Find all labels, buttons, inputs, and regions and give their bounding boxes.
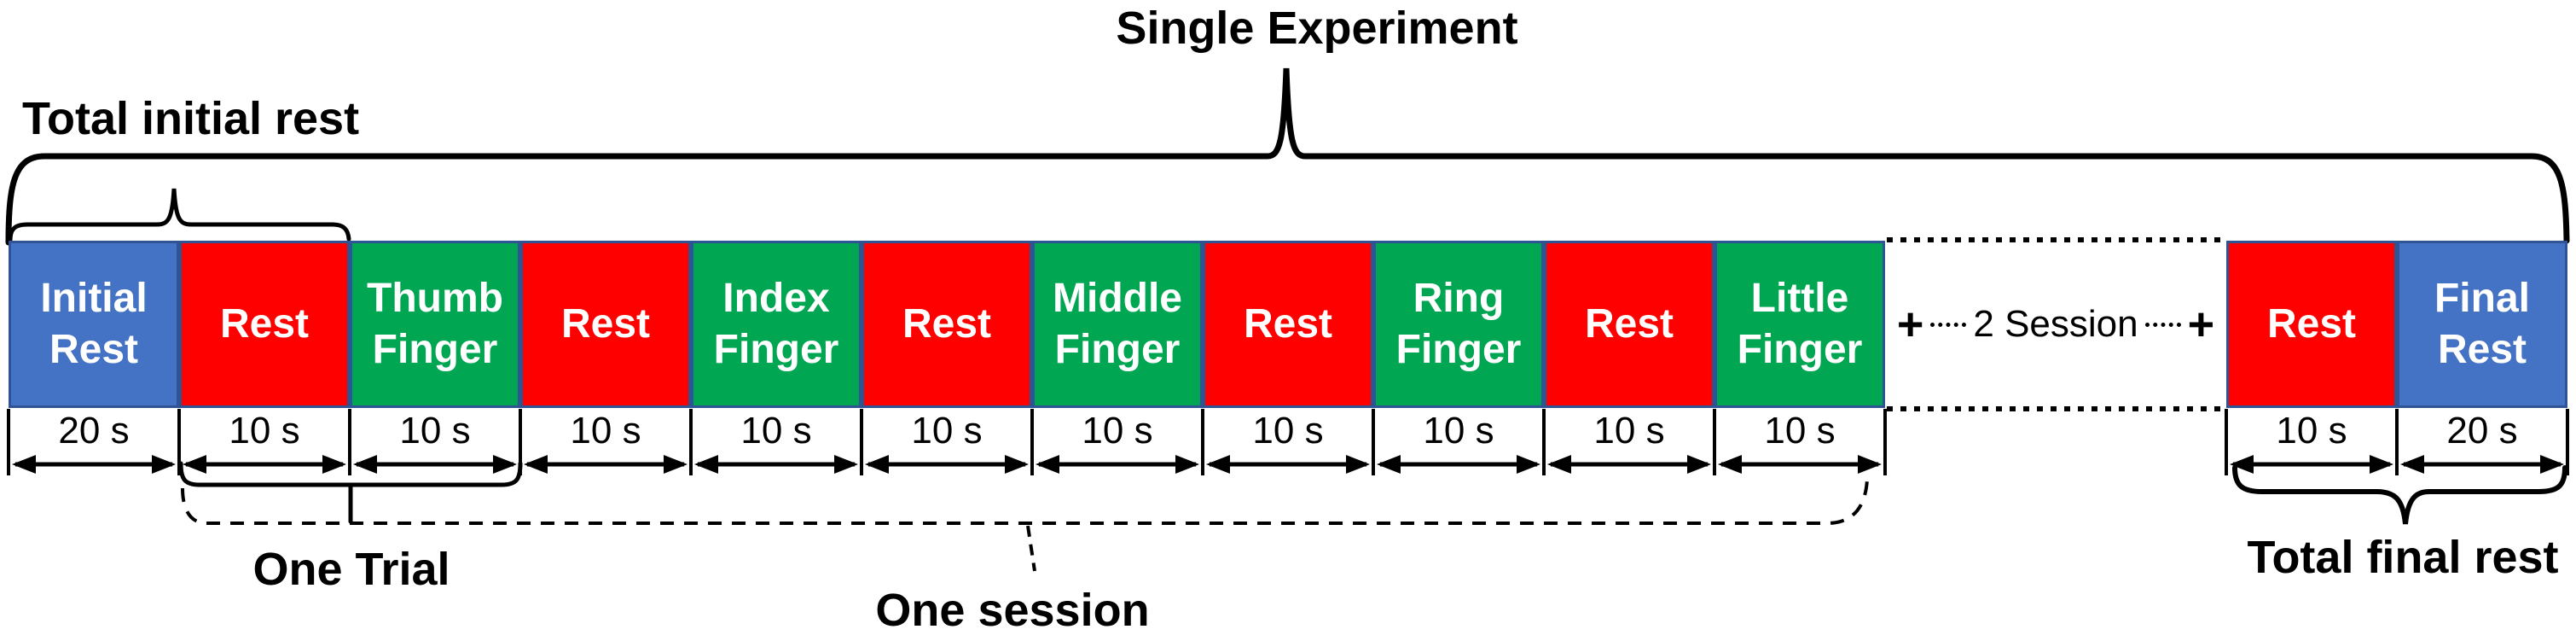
duration-label: 10 s [229, 410, 300, 452]
one-session-dashed-tick [1026, 525, 1036, 572]
duration-label: 10 s [2276, 410, 2347, 452]
dotted-connector [2144, 322, 2181, 327]
dotted-connector [1930, 322, 1967, 327]
total-final-rest-label: Total final rest [2247, 532, 2559, 583]
duration-cell: 10 s [350, 408, 520, 475]
duration-cell: 10 s [1032, 408, 1203, 475]
duration-label: 10 s [1593, 410, 1665, 452]
segment-label: Rest [902, 301, 992, 347]
session-gap-area: + 2 Session + [1885, 241, 2226, 408]
segment-block-initial-rest: Initial Rest [9, 241, 179, 408]
segment-block-final-rest: Final Rest [2397, 241, 2567, 408]
segment-label: Rest [1584, 301, 1674, 347]
duration-cell: 20 s [2397, 408, 2567, 475]
segment-block-middle-finger: Middle Finger [1032, 241, 1203, 408]
segment-block-little-finger: Little Finger [1714, 241, 1885, 408]
segment-label: Index Finger [713, 276, 839, 372]
plus-icon: + [2187, 299, 2215, 350]
segment-block-thumb-finger: Thumb Finger [350, 241, 520, 408]
duration-cell: 10 s [2226, 408, 2397, 475]
total-initial-rest-brace [8, 188, 351, 242]
segment-label: Middle Finger [1053, 276, 1182, 372]
duration-cell: 10 s [1373, 408, 1544, 475]
total-initial-rest-label: Total initial rest [22, 93, 360, 144]
single-experiment-brace [5, 67, 2570, 246]
segment-label: Rest [219, 301, 310, 347]
one-session-dashed-bracket [181, 478, 1869, 525]
segment-block-rest: Rest [179, 241, 350, 408]
duration-cell: 20 s [9, 408, 179, 475]
total-final-rest-brace [2232, 465, 2567, 525]
duration-label: 10 s [740, 410, 812, 452]
duration-label: 20 s [58, 410, 130, 452]
one-trial-label: One Trial [252, 544, 450, 595]
segment-block-ring-finger: Ring Finger [1373, 241, 1544, 408]
segment-block-rest: Rest [1203, 241, 1373, 408]
segment-label: Thumb Finger [367, 276, 503, 372]
segment-block-rest: Rest [2226, 241, 2397, 408]
duration-cell: 10 s [1544, 408, 1714, 475]
single-experiment-label: Single Experiment [1116, 3, 1518, 54]
segment-block-rest: Rest [862, 241, 1032, 408]
duration-label: 10 s [1082, 410, 1153, 452]
duration-cell: 10 s [1714, 408, 1885, 475]
one-session-label: One session [875, 585, 1150, 636]
duration-cell: 10 s [691, 408, 862, 475]
duration-label: 10 s [1252, 410, 1324, 452]
segment-label: Little Finger [1737, 276, 1863, 372]
duration-label: 10 s [1423, 410, 1494, 452]
segment-label: Rest [1243, 301, 1333, 347]
segment-label: Ring Finger [1395, 276, 1522, 372]
duration-label: 20 s [2446, 410, 2518, 452]
plus-icon: + [1896, 299, 1924, 350]
segment-label: Initial Rest [40, 276, 148, 372]
segment-label: Final Rest [2434, 276, 2530, 372]
segment-block-rest: Rest [1544, 241, 1714, 408]
duration-label: 10 s [911, 410, 983, 452]
duration-cell: 10 s [862, 408, 1032, 475]
duration-cell: 10 s [520, 408, 691, 475]
segment-label: Rest [2266, 301, 2357, 347]
segment-block-index-finger: Index Finger [691, 241, 862, 408]
session-count-label: 2 Session [1973, 303, 2138, 345]
duration-cell: 10 s [1203, 408, 1373, 475]
duration-label: 10 s [1764, 410, 1836, 452]
segment-block-rest: Rest [520, 241, 691, 408]
segment-label: Rest [560, 301, 651, 347]
duration-label: 10 s [570, 410, 641, 452]
duration-cell: 10 s [179, 408, 350, 475]
duration-label: 10 s [399, 410, 471, 452]
